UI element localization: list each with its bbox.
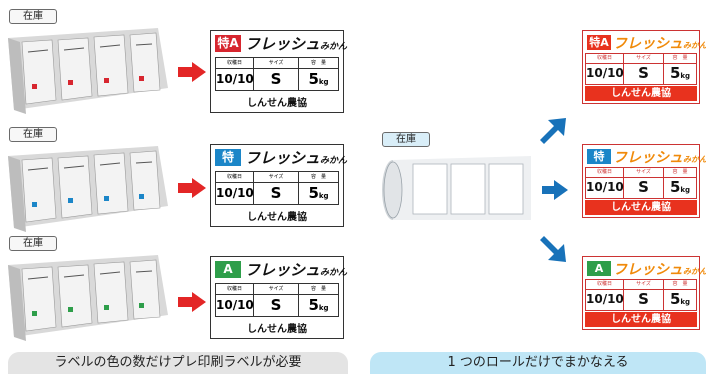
grade-badge: A (587, 261, 611, 276)
stock-tag: 在庫 (382, 132, 430, 147)
farm-name: しんせん農協 (585, 86, 697, 101)
caption-right: 1 つのロールだけでまかなえる (370, 352, 706, 374)
arrow-right-icon (542, 180, 568, 200)
farm-name: しんせん農協 (585, 200, 697, 215)
grade-badge: A (215, 261, 241, 278)
arrow-down-right-icon (540, 236, 566, 262)
arrow-right-icon (178, 292, 206, 312)
brand-name: フレッシュみかん (613, 150, 706, 166)
grade-badge: 特A (587, 35, 611, 50)
grade-badge: 特 (215, 149, 241, 166)
arrow-up-right-icon (540, 118, 566, 144)
farm-name: しんせん農協 (585, 312, 697, 327)
farm-name: しんせん農協 (247, 212, 307, 223)
blank-roll (382, 156, 531, 220)
arrow-right-icon (178, 178, 206, 198)
stock-tag: 在庫 (9, 9, 57, 24)
stock-tag: 在庫 (9, 127, 57, 142)
brand-name: フレッシュみかん (613, 262, 706, 278)
grade-badge: 特A (215, 35, 241, 52)
brand-name: フレッシュみかん (245, 35, 348, 53)
brand-name: フレッシュみかん (613, 36, 706, 52)
brand-name: フレッシュみかん (245, 261, 348, 279)
farm-name: しんせん農協 (247, 324, 307, 335)
preprinted-roll-blue (8, 146, 168, 232)
preprinted-roll-green (8, 255, 168, 341)
preprinted-roll-red (8, 28, 168, 114)
arrow-right-icon (178, 62, 206, 82)
brand-name: フレッシュみかん (245, 149, 348, 167)
farm-name: しんせん農協 (247, 98, 307, 109)
grade-badge: 特 (587, 149, 611, 164)
stock-tag: 在庫 (9, 236, 57, 251)
caption-left: ラベルの色の数だけプレ印刷ラベルが必要 (8, 352, 348, 374)
